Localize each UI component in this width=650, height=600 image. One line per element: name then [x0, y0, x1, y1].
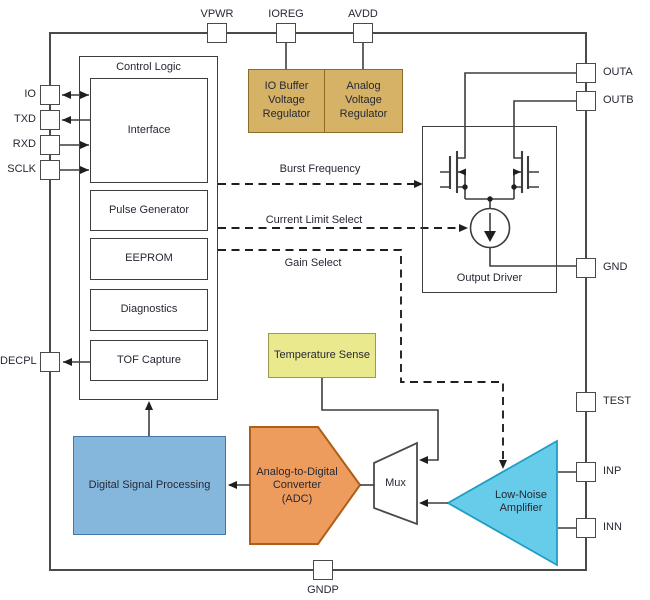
wire-tempsense-mux [321, 378, 439, 461]
dsp-up-arrowhead [145, 401, 153, 410]
current-source [469, 207, 511, 249]
pin-sclk-label: SCLK [7, 163, 36, 175]
txd-arrowhead [62, 116, 71, 124]
mosfet-left [440, 151, 466, 199]
current-limit-select-label: Current Limit Select [265, 214, 363, 226]
pin-io [40, 85, 60, 105]
eeprom-block: EEPROM [90, 238, 208, 280]
mux-label: Mux [385, 477, 406, 489]
pin-txd-label: TXD [14, 113, 36, 125]
junction-dot [487, 196, 493, 202]
gain-select-label: Gain Select [284, 257, 342, 269]
mux-top-input-arrowhead [419, 456, 428, 464]
temperature-sense-block: Temperature Sense [268, 333, 376, 378]
decpl-arrowhead [63, 358, 72, 366]
analog-regulator-block: Analog Voltage Regulator [324, 69, 403, 133]
lna-shape [446, 439, 558, 567]
pin-avdd-label: AVDD [348, 8, 378, 20]
pin-gndp-label: GNDP [307, 584, 339, 596]
interface-block: Interface [90, 78, 208, 183]
mux-shape [373, 441, 418, 526]
pin-inp [576, 462, 596, 482]
mosfet-right [513, 151, 539, 199]
pin-inn-label: INN [603, 521, 622, 533]
adc-dsp-arrowhead [228, 481, 237, 489]
pin-rxd-label: RXD [12, 138, 36, 150]
wire-outb [513, 100, 576, 159]
gain-select-line [218, 249, 504, 459]
pin-gndp [313, 560, 333, 580]
pin-avdd [353, 23, 373, 43]
junction-dot [462, 184, 468, 190]
pin-txd [40, 110, 60, 130]
gain-select-arrowhead [499, 460, 507, 469]
burst-frequency-label: Burst Frequency [279, 163, 361, 175]
sclk-arrowhead [80, 166, 89, 174]
pin-test [576, 392, 596, 412]
lna-label: Low-Noise Amplifier [495, 489, 547, 515]
pin-rxd [40, 135, 60, 155]
burst-frequency-arrowhead [414, 180, 423, 188]
pin-outa [576, 63, 596, 83]
pin-ioreg [276, 23, 296, 43]
io-out-arrowhead [62, 91, 71, 99]
diagnostics-block: Diagnostics [90, 289, 208, 331]
adc-label: Analog-to-Digital Converter (ADC) [256, 466, 338, 505]
pin-outb-label: OUTB [603, 94, 634, 106]
pin-gnd [576, 258, 596, 278]
tof-capture-block: TOF Capture [90, 340, 208, 381]
io-buffer-regulator-block: IO Buffer Voltage Regulator [248, 69, 325, 133]
pin-decpl [40, 352, 60, 372]
adc-shape [249, 426, 362, 545]
pin-io-label: IO [24, 88, 36, 100]
pin-gnd-label: GND [603, 261, 628, 273]
wire-driver-gnd [489, 248, 576, 267]
dsp-block: Digital Signal Processing [73, 436, 226, 535]
io-in-arrowhead [80, 91, 89, 99]
pin-vpwr [207, 23, 227, 43]
control-logic-label: Control Logic [116, 61, 181, 73]
pin-vpwr-label: VPWR [200, 8, 234, 20]
control-logic-block [79, 56, 218, 400]
wire-outa [457, 72, 576, 159]
output-driver-label: Output Driver [456, 272, 523, 284]
pin-outa-label: OUTA [603, 66, 633, 78]
mux-bottom-input-arrowhead [419, 499, 428, 507]
pin-inp-label: INP [603, 465, 622, 477]
pin-inn [576, 518, 596, 538]
pin-decpl-label: DECPL [0, 355, 37, 367]
output-driver-block [422, 126, 557, 293]
rxd-arrowhead [80, 141, 89, 149]
current-limit-arrowhead [459, 224, 468, 232]
pin-outb [576, 91, 596, 111]
pin-test-label: TEST [603, 395, 632, 407]
pin-sclk [40, 160, 60, 180]
pin-ioreg-label: IOREG [268, 8, 304, 20]
junction-dot [511, 184, 517, 190]
pulse-generator-block: Pulse Generator [90, 190, 208, 231]
